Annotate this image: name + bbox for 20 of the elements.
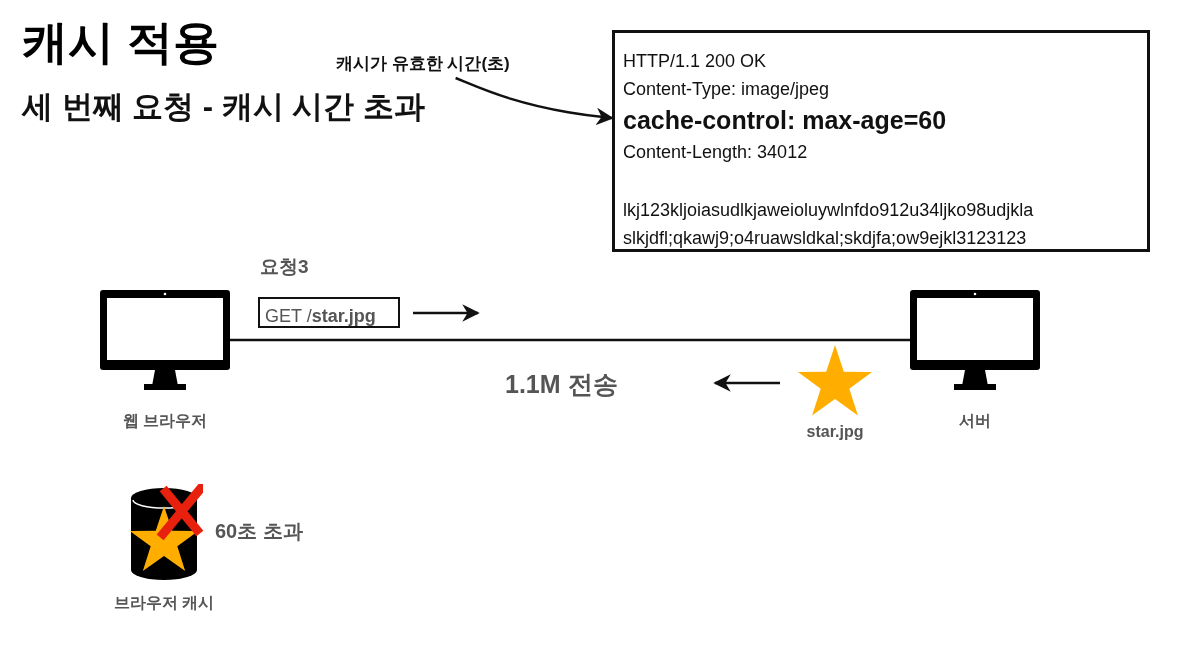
note-text: 60초 초과 (215, 519, 303, 544)
request-box (258, 297, 400, 328)
header-line: cache-control: max-age=60 (623, 105, 948, 136)
request-line: GET /star.jpg (265, 305, 377, 328)
connector-line (230, 338, 910, 342)
transfer-label: 1.1M 전송 (505, 369, 618, 400)
subtitle: 세 번째 요청 - 캐시 시간 초과 (22, 88, 425, 126)
body-text: lkj123kljoiasudlkjaweioluywlnfdo912u34ljko98udjkla slkjdfl;qkawj9;o4ruawsldkal;skdjfa;ow9ejkl3123123 (623, 199, 1035, 250)
status-line: HTTP/1.1 200 OK (623, 50, 768, 73)
annotation-text: 캐시가 유효한 시간(초) (336, 53, 511, 75)
request-label: 요청3 (260, 255, 309, 279)
response-box (612, 30, 1150, 252)
browser-label: 웹 브라우저 (122, 411, 208, 431)
arrow (455, 76, 614, 126)
server-label: 서버 (959, 411, 991, 431)
header-line: Content-Length: 34012 (623, 141, 809, 164)
cache-label: 브라우저 캐시 (113, 593, 215, 613)
title: 캐시 적용 (22, 15, 219, 70)
header-line: Content-Type: image/jpeg (623, 78, 831, 101)
file-label: star.jpg (806, 422, 864, 442)
